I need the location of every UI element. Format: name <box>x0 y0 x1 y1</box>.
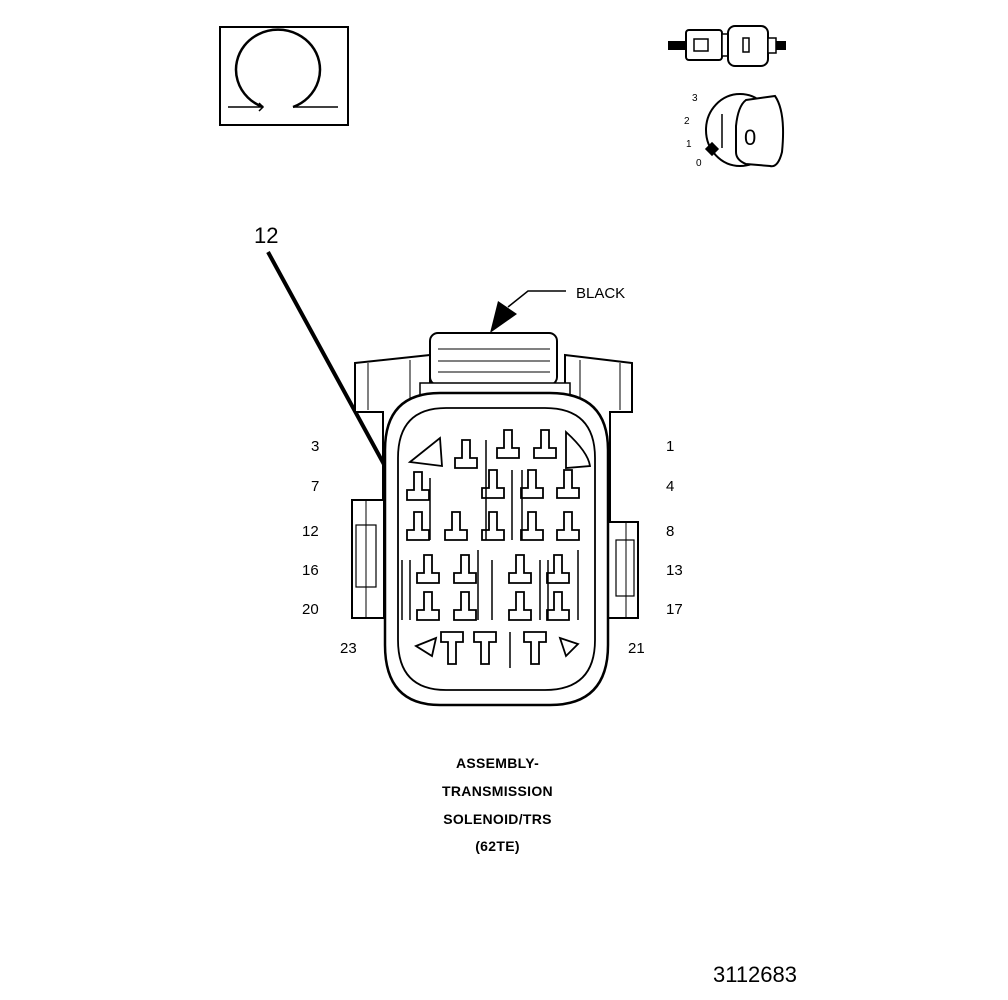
pin-label-12: 12 <box>302 523 319 540</box>
terminal-cavity <box>556 511 580 541</box>
pin-label-8: 8 <box>666 523 674 540</box>
terminal-cavities <box>406 429 580 665</box>
title-line-1: ASSEMBLY- <box>455 755 540 771</box>
pin-label-13: 13 <box>666 562 683 579</box>
terminal-cavity <box>546 591 570 621</box>
terminal-cavity <box>406 511 430 541</box>
pin-label-1: 1 <box>666 438 674 455</box>
terminal-cavity <box>546 554 570 584</box>
terminal-cavity <box>406 471 430 501</box>
terminal-cavity <box>416 554 440 584</box>
disconnected-connector-icon <box>668 25 786 67</box>
separator-ribs <box>401 440 579 668</box>
pin-label-21: 21 <box>628 640 645 657</box>
callout-number: 12 <box>254 223 278 248</box>
pin-label-20: 20 <box>302 601 319 618</box>
pin-label-23: 23 <box>340 640 357 657</box>
pin-label-3: 3 <box>311 438 319 455</box>
terminal-cavity <box>473 631 497 665</box>
key-position-0: 0 <box>696 158 702 169</box>
terminal-cavity <box>454 439 478 469</box>
terminal-cavity <box>453 591 477 621</box>
title-line-4: (62TE) <box>475 838 520 854</box>
terminal-cavity <box>520 469 544 499</box>
color-leader-line <box>507 290 566 308</box>
terminal-cavity <box>556 469 580 499</box>
pin-label-4: 4 <box>666 478 674 495</box>
connector-face <box>383 391 610 707</box>
key-current-position: 0 <box>744 125 756 150</box>
terminal-cavity <box>523 631 547 665</box>
key-position-2: 2 <box>684 116 690 127</box>
figure-id: 3112683 <box>712 962 797 987</box>
terminal-cavity <box>444 511 468 541</box>
ignition-key-icon <box>704 93 785 168</box>
ohm-symbol-icon <box>219 26 349 126</box>
pin-label-16: 16 <box>302 562 319 579</box>
terminal-cavity <box>520 511 544 541</box>
terminal-cavity <box>533 429 557 459</box>
terminal-cavity <box>453 554 477 584</box>
terminal-cavity <box>508 591 532 621</box>
pin-label-17: 17 <box>666 601 683 618</box>
terminal-cavity <box>416 591 440 621</box>
title-line-3: SOLENOID/TRS <box>443 811 552 827</box>
key-position-3: 3 <box>692 93 698 104</box>
title-line-2: TRANSMISSION <box>442 783 553 799</box>
color-arrowhead <box>490 301 517 333</box>
terminal-cavity <box>496 429 520 459</box>
pin-label-7: 7 <box>311 478 319 495</box>
terminal-cavity <box>440 631 464 665</box>
terminal-cavity <box>508 554 532 584</box>
connector-color-label: BLACK <box>576 285 625 302</box>
key-position-1: 1 <box>686 139 692 150</box>
